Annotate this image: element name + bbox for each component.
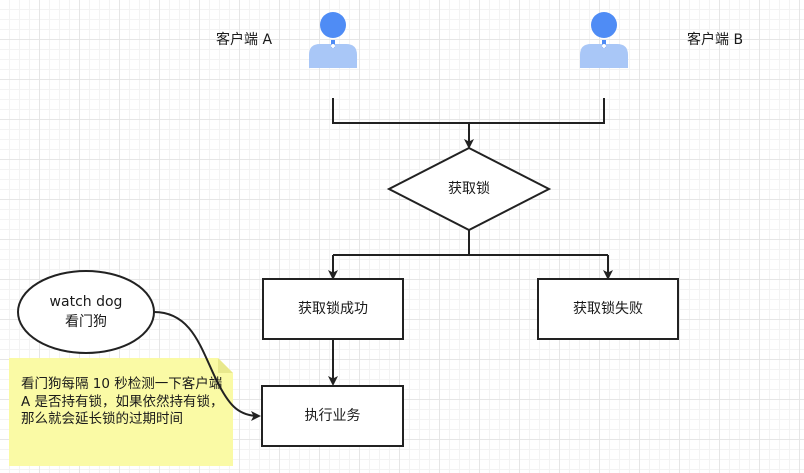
process-box-execute (261, 385, 404, 447)
connector-watchdog-execute (153, 311, 261, 421)
watch-dog-label-line1: watch dog (49, 294, 123, 310)
watch-dog-label-line2: 看门狗 (65, 314, 107, 330)
connector-clients (332, 98, 605, 149)
user-icon (309, 12, 357, 68)
lock-success-label: 获取锁成功 (298, 301, 368, 317)
note-text: 看门狗每隔 10 秒检测一下客户端 A 是否持有锁，如果依然持有锁，那么就会延长… (21, 376, 224, 427)
client-b-label: 客户端 B (687, 32, 744, 48)
user-icon (580, 12, 628, 68)
process-box-success (262, 278, 404, 340)
execute-business-label: 执行业务 (304, 408, 361, 424)
connector-branches (328, 230, 613, 280)
sticky-note (9, 358, 233, 466)
process-box-failure (537, 278, 679, 340)
acquire-lock-label: 获取锁 (448, 181, 490, 197)
client-a-label: 客户端 A (216, 32, 273, 48)
lock-failure-label: 获取锁失败 (573, 301, 643, 317)
watch-dog-ellipse (17, 270, 155, 354)
